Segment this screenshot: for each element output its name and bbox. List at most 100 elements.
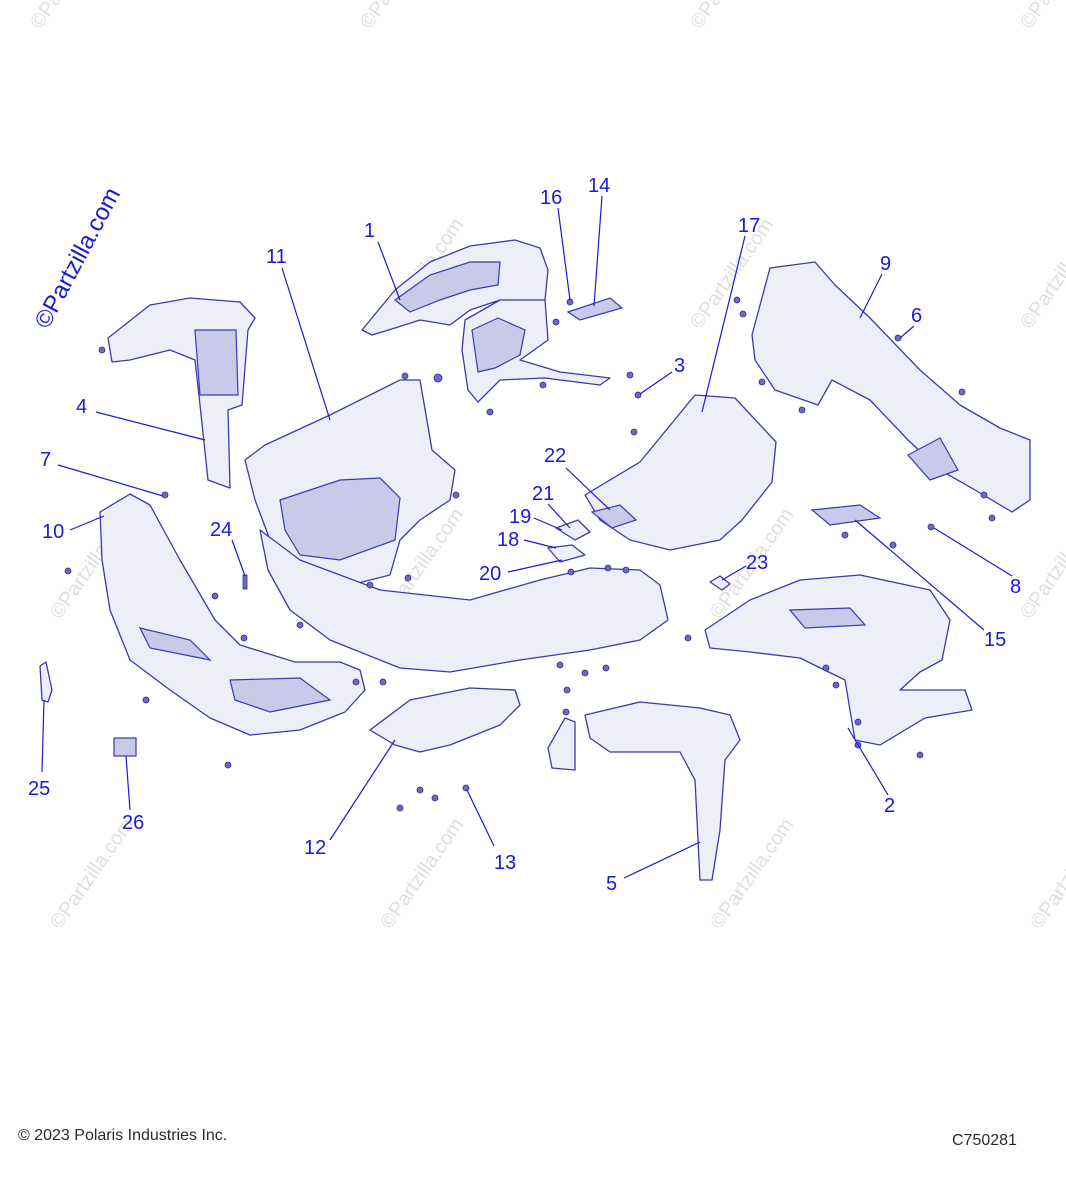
callout-20: 20 — [479, 563, 501, 585]
callout-23: 23 — [746, 552, 768, 574]
leader-22 — [565, 467, 611, 511]
fastener — [296, 621, 304, 629]
fastener — [758, 378, 766, 386]
fastener — [739, 310, 747, 318]
leader-1 — [377, 241, 401, 301]
leader-18 — [523, 539, 557, 549]
fastener — [630, 428, 638, 436]
leader-12 — [329, 739, 396, 841]
callout-9: 9 — [880, 253, 891, 275]
leader-3 — [639, 371, 673, 395]
part-2-right-fender — [704, 574, 973, 746]
callout-16: 16 — [540, 187, 562, 209]
part-12-lower-panel — [369, 687, 521, 753]
fastener — [832, 681, 840, 689]
callout-2: 2 — [884, 795, 895, 817]
callout-17: 17 — [738, 215, 760, 237]
part-5-right-lower-panel — [584, 701, 741, 881]
fastener — [562, 708, 570, 716]
watermark-tile: ©Partzilla.com — [376, 814, 468, 932]
callout-11: 11 — [266, 246, 287, 268]
leader-11 — [281, 267, 331, 421]
leader-19 — [533, 517, 563, 531]
fastener — [889, 541, 897, 549]
fastener — [684, 634, 692, 642]
fastener — [916, 751, 924, 759]
brand-watermark: ©Partzilla.com — [29, 183, 126, 333]
callout-19: 19 — [509, 506, 531, 528]
fastener — [366, 581, 374, 589]
leader-23 — [721, 565, 747, 581]
fastener — [822, 664, 830, 672]
fastener-3 — [634, 391, 642, 399]
part-26-pad — [113, 737, 137, 757]
watermark-tile: ©Partzilla.com — [1026, 814, 1066, 932]
leader-8 — [933, 527, 1013, 577]
fastener — [486, 408, 494, 416]
callout-12: 12 — [304, 837, 326, 859]
callout-13: 13 — [494, 852, 516, 874]
fasteners-layer — [64, 296, 996, 812]
watermark-tile: ©Partzilla.com — [1016, 214, 1066, 332]
callout-24: 24 — [210, 519, 232, 541]
part-inner-fender-panel — [461, 299, 611, 403]
part-4-left-fender — [107, 297, 256, 489]
part-10-front-bumper — [99, 493, 366, 736]
callout-7: 7 — [40, 449, 51, 471]
callout-labels: 1 2 3 4 5 6 7 8 9 10 11 12 13 14 15 16 1… — [28, 175, 1021, 895]
watermark-tile: ©Partzilla.com — [1016, 504, 1066, 622]
leader-lines — [41, 195, 1013, 879]
callout-4: 4 — [76, 396, 87, 418]
callout-22: 22 — [544, 445, 566, 467]
callout-1: 1 — [364, 220, 375, 242]
fastener — [352, 678, 360, 686]
leader-15 — [854, 519, 985, 631]
diagram-code: C750281 — [952, 1132, 1017, 1149]
part-11-floor-tub — [244, 379, 669, 673]
fastener — [431, 794, 439, 802]
callout-8: 8 — [1010, 576, 1021, 598]
fastener — [604, 564, 612, 572]
fastener-6 — [894, 334, 902, 342]
leader-7 — [57, 464, 164, 497]
fastener-13 — [462, 784, 470, 792]
fastener — [602, 664, 610, 672]
leader-26 — [125, 755, 131, 811]
fastener — [556, 661, 564, 669]
part-17-floor-pan — [584, 394, 777, 551]
watermark-tile: ©Partzilla.com — [1016, 0, 1066, 33]
callout-21: 21 — [532, 483, 554, 505]
fastener — [567, 568, 575, 576]
callout-15: 15 — [984, 629, 1006, 651]
part-9-rear-body — [751, 261, 1031, 513]
fastener — [64, 567, 72, 575]
parts-layer — [39, 239, 1031, 881]
fastener — [396, 804, 404, 812]
part-18-21-bracket — [547, 519, 591, 563]
watermark-tile: ©Partzilla.com — [686, 0, 778, 33]
callout-14: 14 — [588, 175, 610, 197]
callout-6: 6 — [911, 305, 922, 327]
fastener — [539, 381, 547, 389]
leader-2 — [847, 727, 889, 796]
fastener — [854, 718, 862, 726]
part-25-plate — [39, 661, 53, 703]
fastener — [401, 372, 409, 380]
fastener — [379, 678, 387, 686]
leader-20 — [507, 559, 563, 573]
callout-3: 3 — [674, 355, 685, 377]
callout-18: 18 — [497, 529, 519, 551]
leader-16 — [557, 207, 571, 301]
callout-26: 26 — [122, 812, 144, 834]
leader-21 — [547, 503, 571, 529]
leader-10 — [69, 515, 105, 531]
fastener — [142, 696, 150, 704]
fastener-7 — [161, 491, 169, 499]
leader-17 — [701, 235, 746, 413]
fastener — [798, 406, 806, 414]
fastener — [98, 346, 106, 354]
callout-10: 10 — [42, 521, 64, 543]
leader-14 — [593, 195, 603, 307]
watermark-tile: ©Partzilla.com — [356, 0, 448, 33]
